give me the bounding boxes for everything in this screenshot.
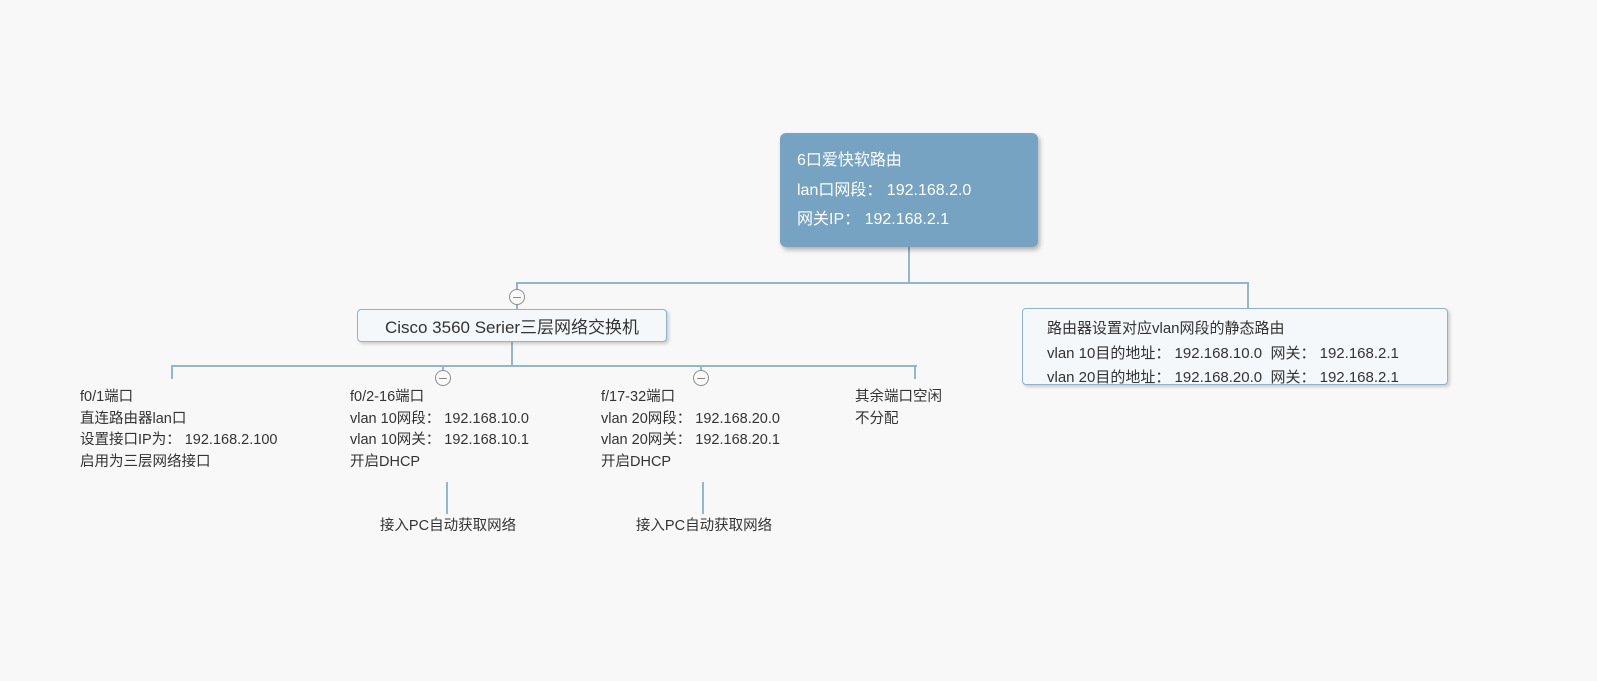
port-f02-16-name: f0/2-16端口 — [350, 389, 425, 405]
port-f01-ip: 设置接口IP为： 192.168.2.100 — [80, 432, 278, 448]
static-route-vlan20: vlan 20目的地址： 192.168.20.0 网关： 192.168.2.… — [1047, 369, 1399, 386]
port-f01-topic[interactable]: f0/1端口 直连路由器lan口 设置接口IP为： 192.168.2.100 … — [80, 387, 277, 473]
root-topic-router[interactable]: 6口爱快软路由 lan口网段： 192.168.2.0 网关IP： 192.16… — [780, 133, 1038, 247]
root-topic-gateway-ip: 网关IP： 192.168.2.1 — [797, 211, 950, 228]
port-f01-link: 直连路由器lan口 — [80, 410, 187, 427]
connector-drop-pc2 — [702, 482, 704, 514]
static-route-topic[interactable]: 路由器设置对应vlan网段的静态路由 vlan 10目的地址： 192.168.… — [1022, 308, 1448, 386]
port-f02-16-segment: vlan 10网段： 192.168.10.0 — [350, 410, 529, 427]
switch-topic[interactable]: Cisco 3560 Serier三层网络交换机 — [357, 309, 667, 342]
port-f01-name: f0/1端口 — [80, 389, 134, 405]
root-topic-lan-segment: lan口网段： 192.168.2.0 — [797, 181, 972, 199]
port-f17-32-dhcp: 开启DHCP — [601, 453, 672, 470]
port-f02-16-gateway: vlan 10网关： 192.168.10.1 — [350, 432, 529, 448]
connector-drop-pc1 — [446, 482, 448, 514]
port-f17-32-segment: vlan 20网段： 192.168.20.0 — [601, 410, 780, 427]
switch-topic-label: Cisco 3560 Serier三层网络交换机 — [384, 318, 640, 337]
collapse-icon-f17-32[interactable] — [693, 370, 709, 386]
pc-dhcp-leaf-vlan10[interactable]: 接入PC自动获取网络 — [379, 518, 517, 534]
port-f17-32-topic[interactable]: f/17-32端口 vlan 20网段： 192.168.20.0 vlan 2… — [601, 387, 780, 473]
root-topic-title: 6口爱快软路由 — [797, 152, 902, 169]
pc-dhcp-leaf-vlan20[interactable]: 接入PC自动获取网络 — [635, 518, 773, 534]
minus-icon — [697, 377, 705, 379]
idle-ports-topic[interactable]: 其余端口空闲 不分配 — [855, 387, 942, 430]
collapse-icon-f02-16[interactable] — [435, 370, 451, 386]
connector-switch-down — [511, 342, 513, 366]
minus-icon — [513, 296, 521, 298]
static-route-vlan10: vlan 10目的地址： 192.168.10.0 网关： 192.168.2.… — [1047, 344, 1399, 362]
connector-mid-horizontal — [171, 365, 917, 367]
static-route-title: 路由器设置对应vlan网段的静态路由 — [1047, 320, 1285, 337]
port-f02-16-dhcp: 开启DHCP — [350, 453, 421, 470]
port-f01-l3: 启用为三层网络接口 — [80, 453, 211, 470]
idle-ports-line1: 其余端口空闲 — [855, 389, 942, 405]
connector-drop-static-route — [1247, 283, 1249, 309]
port-f17-32-gateway: vlan 20网关： 192.168.20.1 — [601, 432, 780, 448]
connector-drop-idle — [914, 366, 916, 379]
port-f02-16-topic[interactable]: f0/2-16端口 vlan 10网段： 192.168.10.0 vlan 1… — [350, 387, 529, 473]
minus-icon — [439, 377, 447, 379]
connector-root-down — [908, 247, 910, 283]
connector-drop-f01 — [171, 366, 173, 379]
collapse-icon-switch[interactable] — [509, 289, 525, 305]
connector-top-horizontal — [516, 282, 1249, 284]
port-f17-32-name: f/17-32端口 — [601, 389, 676, 405]
idle-ports-line2: 不分配 — [855, 410, 899, 427]
